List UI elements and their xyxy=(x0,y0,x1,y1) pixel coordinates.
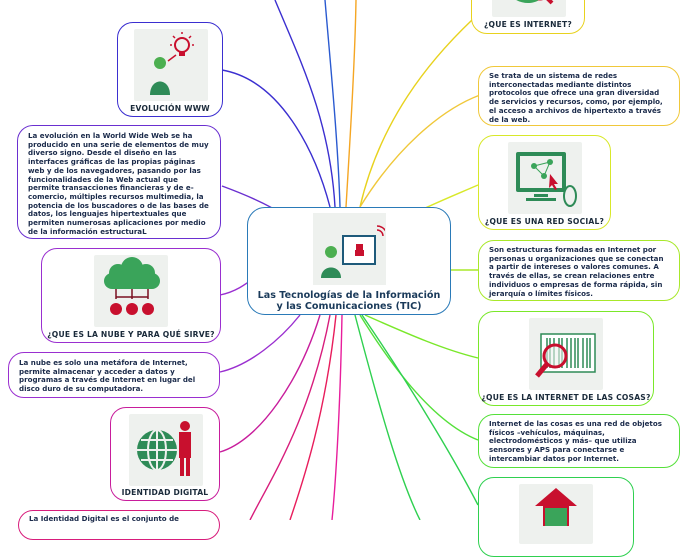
central-topic-node[interactable]: Las Tecnologías de la Información y las … xyxy=(247,207,451,315)
house-node[interactable] xyxy=(478,477,634,557)
central-title: Las Tecnologías de la Información y las … xyxy=(257,290,441,312)
internet-image-tile xyxy=(492,0,566,17)
redsocial-text-node[interactable]: Son estructuras formadas en Internet por… xyxy=(478,240,680,301)
redsocial-title: ¿QUE ES UNA RED SOCIAL? xyxy=(484,217,605,226)
iot-node[interactable]: ¿QUE ES LA INTERNET DE LAS COSAS? xyxy=(478,311,654,406)
internet-text-node[interactable]: Se trata de un sistema de redes intercon… xyxy=(478,66,680,126)
internet-node[interactable]: ¿QUE ES INTERNET? xyxy=(471,0,585,34)
nube-title: ¿QUE ES LA NUBE Y PARA QUÉ SIRVE? xyxy=(47,330,215,339)
evolucion-text-node[interactable]: La evolución en la World Wide Web se ha … xyxy=(17,125,221,239)
evolucion-www-node[interactable]: EVOLUCIÓN WWW xyxy=(117,22,223,117)
evolucion-title: EVOLUCIÓN WWW xyxy=(130,104,210,113)
red-social-node[interactable]: ¿QUE ES UNA RED SOCIAL? xyxy=(478,135,611,230)
globe-person-icon xyxy=(137,421,191,476)
iot-text-node[interactable]: Internet de las cosas es una red de obje… xyxy=(478,414,680,468)
identidad-title: IDENTIDAD DIGITAL xyxy=(121,488,209,497)
globe-search-icon xyxy=(516,0,554,5)
barcode-search-icon xyxy=(535,333,596,378)
cloud-network-icon xyxy=(104,257,160,315)
evolucion-image-tile xyxy=(134,29,208,101)
house-icon xyxy=(535,488,577,526)
iot-title: ¿QUE ES LA INTERNET DE LAS COSAS? xyxy=(481,393,651,402)
identidad-digital-node[interactable]: IDENTIDAD DIGITAL xyxy=(110,407,220,501)
person-idea-icon xyxy=(150,32,194,95)
nube-node[interactable]: ¿QUE ES LA NUBE Y PARA QUÉ SIRVE? xyxy=(41,248,221,343)
identidad-text-node[interactable]: La Identidad Digital es el conjunto de xyxy=(18,510,220,540)
nube-text-node[interactable]: La nube es solo una metáfora de Internet… xyxy=(8,352,220,398)
computer-network-icon xyxy=(516,152,577,207)
person-laptop-icon xyxy=(321,225,385,278)
internet-title: ¿QUE ES INTERNET? xyxy=(483,20,573,29)
